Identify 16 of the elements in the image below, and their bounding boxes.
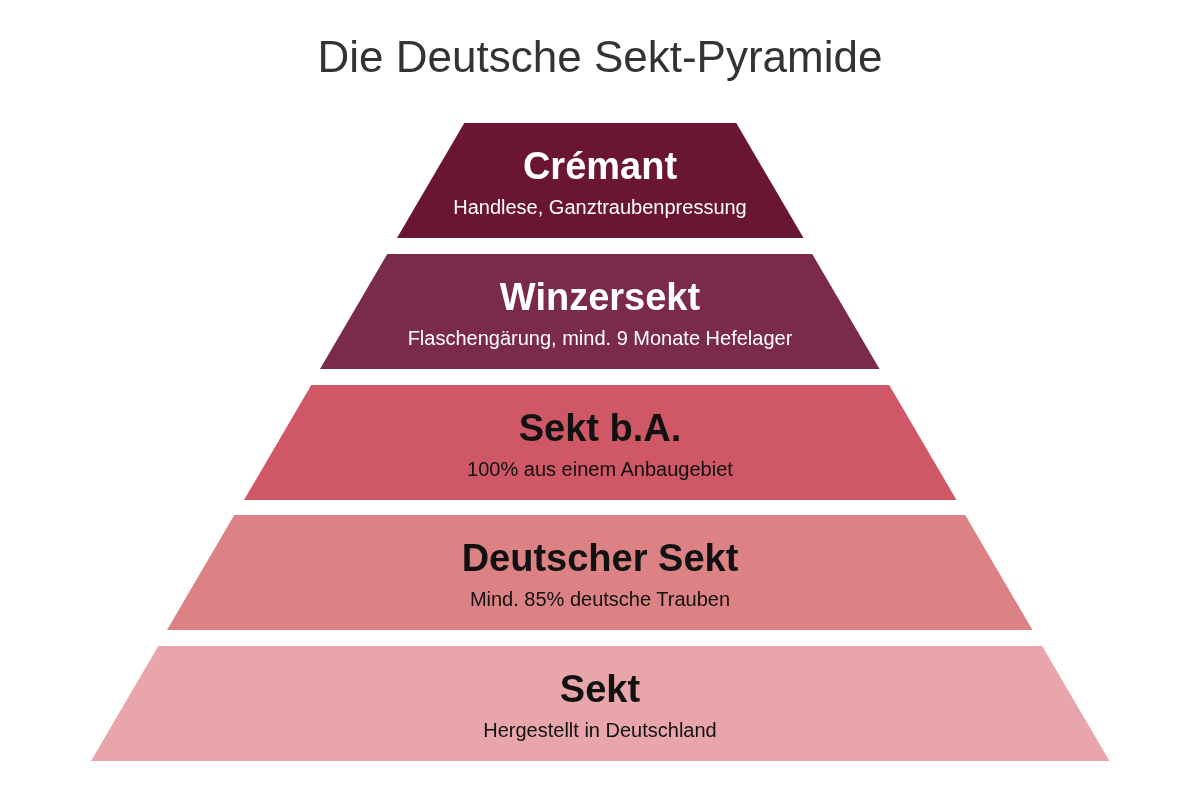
tier-description: Handlese, Ganztraubenpressung [453, 195, 747, 219]
tier-title: Winzersekt [499, 274, 701, 320]
tier-description: Mind. 85% deutsche Trauben [469, 587, 731, 612]
pyramid-tier [90, 646, 1110, 761]
pyramid-tier [396, 123, 804, 238]
pyramid-tier [167, 515, 1033, 631]
pyramid-tier [320, 253, 880, 369]
tier-description: 100% aus einem Anbaugebiet [467, 456, 733, 481]
pyramid-tier [243, 384, 957, 500]
tier-title: Crémant [522, 144, 678, 189]
tier-title: Sekt [559, 667, 641, 712]
tier-title: Deutscher Sekt [461, 536, 739, 582]
tier-description: Hergestellt in Deutschland [483, 718, 717, 742]
tier-description: Flaschengärung, mind. 9 Monate Hefelager [407, 325, 793, 350]
tier-title: Sekt b.A. [518, 405, 682, 451]
diagram-title: Die Deutsche Sekt-Pyramide [317, 32, 883, 81]
